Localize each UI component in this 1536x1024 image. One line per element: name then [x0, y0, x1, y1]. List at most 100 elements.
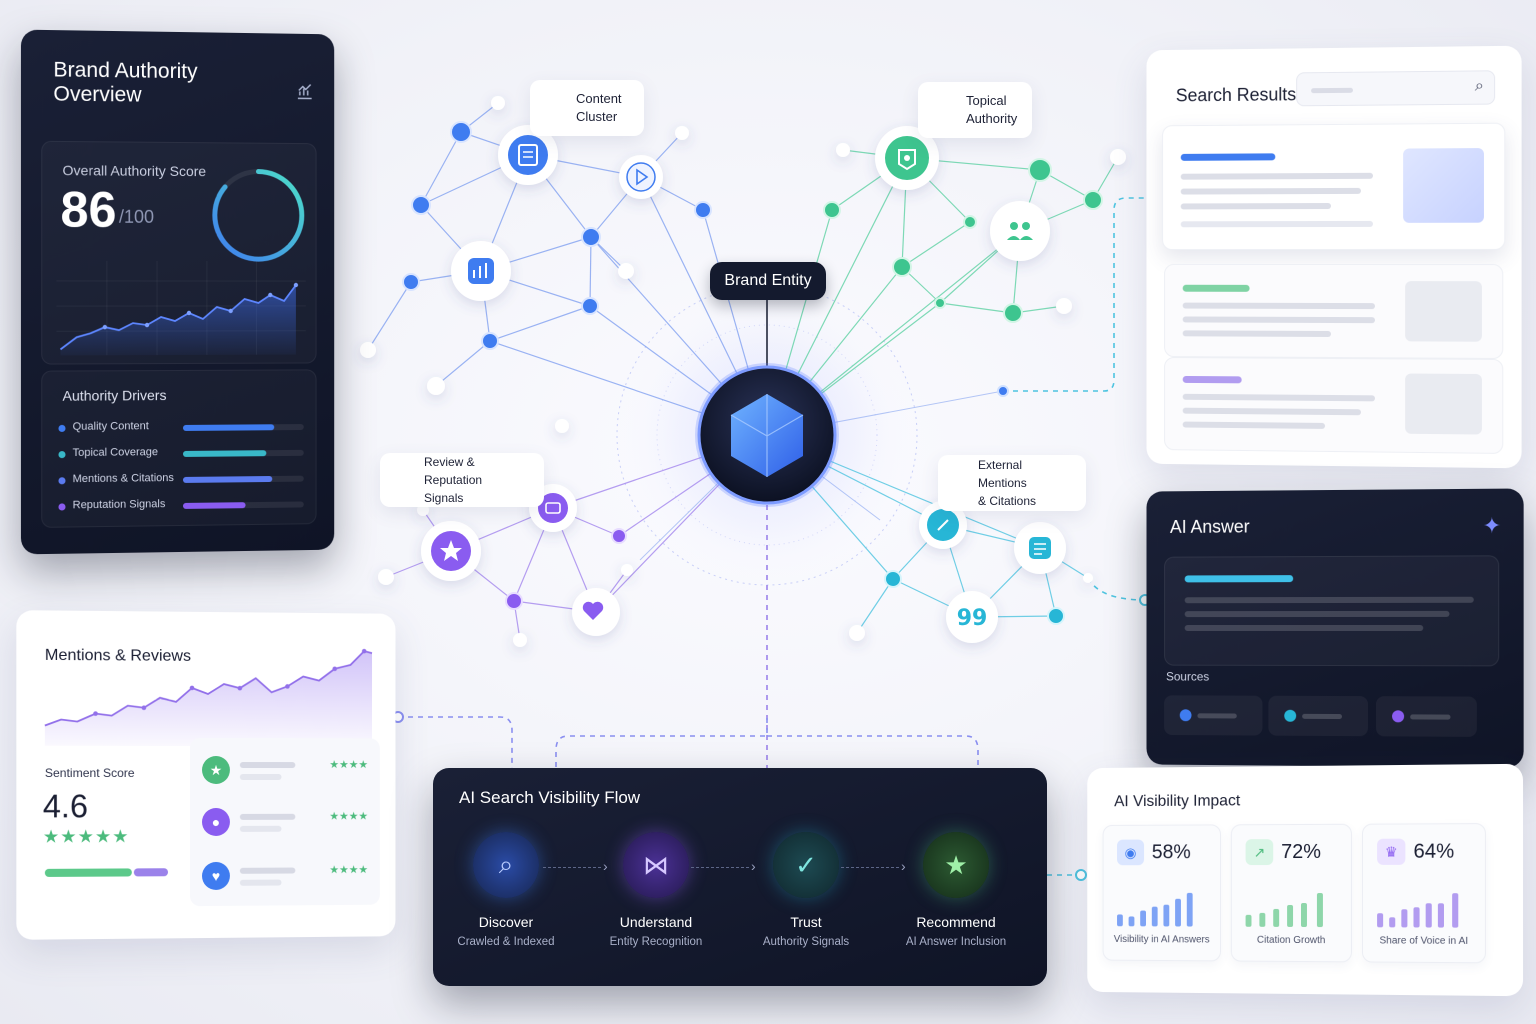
review-rating: ★★★★ [329, 864, 369, 877]
metric-visibility[interactable]: ◉ 58% Visibility in AI Answers [1102, 824, 1222, 962]
chart-icon[interactable] [295, 81, 315, 101]
list-item[interactable]: ♥ ★★★★ [202, 859, 372, 894]
result-line [1182, 302, 1376, 310]
driver-fill [182, 424, 274, 431]
search-results-title: Search Results [1175, 84, 1297, 106]
external-mentions-label: External Mentions & Citations [938, 455, 1086, 511]
review-rating: ★★★★ [329, 810, 369, 823]
search-result-top[interactable] [1162, 122, 1506, 251]
brand-entity-label: Brand Entity [710, 262, 826, 300]
metric-bars [1117, 887, 1206, 927]
flow-step-recommend[interactable]: ★ Recommend AI Answer Inclusion [891, 832, 1021, 962]
driver-track [182, 501, 304, 509]
answer-line [1184, 596, 1474, 604]
driver-reputation-signals: Reputation Signals [58, 495, 307, 514]
driver-label: Reputation Signals [72, 498, 166, 512]
source-chip[interactable] [1376, 696, 1477, 737]
sources-label: Sources [1166, 669, 1210, 684]
metric-label: Share of Voice in AI [1379, 935, 1469, 947]
flow-step-name: Recommend [916, 914, 996, 930]
source-line [1302, 713, 1342, 720]
answer-title-line [1184, 575, 1294, 583]
flow-step-subtitle: Authority Signals [762, 936, 850, 948]
authority-score-value: 86 [60, 181, 117, 238]
authority-score-label: Overall Authority Score [62, 162, 207, 180]
flow-step-subtitle: AI Answer Inclusion [905, 936, 1007, 948]
sentiment-score-value: 4.6 [42, 788, 88, 825]
search-input[interactable]: ⌕ [1296, 70, 1496, 107]
search-result[interactable] [1164, 357, 1504, 454]
result-line [1180, 172, 1373, 180]
ai-answer-title: AI Answer [1169, 516, 1250, 537]
trophy-icon: ♛ [1377, 838, 1406, 865]
metric-citation-growth[interactable]: ↗ 72% Citation Growth [1230, 823, 1352, 963]
metric-value: 58% [1151, 841, 1191, 864]
driver-label: Quality Content [72, 420, 149, 433]
driver-dot [58, 503, 66, 511]
image-thumbnail-icon [1405, 281, 1482, 342]
sentiment-positive-bar [44, 868, 132, 877]
review-line [239, 867, 296, 874]
network-nodes-icon: ⋈ [623, 832, 689, 898]
driver-track [182, 424, 304, 431]
sentiment-stars: ★★★★★ [42, 826, 130, 847]
flow-title: AI Search Visibility Flow [459, 788, 641, 807]
flow-step-subtitle: Crawled & Indexed [457, 936, 555, 948]
review-line [239, 774, 282, 780]
driver-label: Mentions & Citations [72, 472, 174, 486]
metric-bars [1245, 887, 1337, 928]
source-line [1197, 713, 1237, 719]
svg-text:99: 99 [957, 606, 988, 631]
list-item[interactable]: ★ ★★★★ [202, 754, 372, 788]
flow-step-understand[interactable]: ⋈ Understand Entity Recognition [591, 832, 721, 962]
ai-visibility-flow-panel: AI Search Visibility Flow ⌕ Discover Cra… [433, 768, 1047, 986]
driver-track [182, 449, 304, 457]
result-title-line [1182, 375, 1242, 384]
result-line [1182, 316, 1376, 324]
mentions-reviews-panel: Mentions & Reviews Sentiment Score 4.6 ★… [16, 610, 396, 940]
list-item[interactable]: ● ★★★★ [202, 806, 372, 840]
driver-label: Topical Coverage [72, 446, 159, 460]
result-line [1180, 187, 1361, 195]
driver-track [182, 475, 304, 483]
ai-answer-panel: AI Answer ✦ Sources [1146, 488, 1524, 768]
flow-step-name: Understand [619, 914, 693, 930]
source-chip[interactable] [1268, 695, 1368, 737]
driver-mentions-citations: Mentions & Citations [58, 470, 307, 489]
authority-drivers-card: Authority Drivers Quality Content Topica… [41, 369, 317, 528]
ai-answer-text-card [1164, 555, 1500, 667]
search-placeholder [1311, 87, 1353, 94]
search-icon[interactable]: ⌕ [1474, 77, 1484, 95]
source-line [1410, 714, 1451, 720]
search-result[interactable] [1164, 263, 1504, 360]
result-line [1180, 220, 1373, 228]
star-badge-icon: ★ [923, 832, 989, 898]
driver-dot [58, 477, 66, 485]
impact-title: AI Visibility Impact [1114, 792, 1241, 811]
flow-step-subtitle: Entity Recognition [609, 936, 703, 948]
brand-authority-panel: Brand Authority Overview Overall Authori… [20, 29, 335, 555]
metric-share-of-voice[interactable]: ♛ 64% Share of Voice in AI [1361, 823, 1486, 964]
driver-dot [58, 451, 66, 459]
user-icon: ● [202, 807, 230, 837]
shield-check-icon: ✓ [773, 832, 839, 898]
result-line [1182, 330, 1332, 337]
review-reputation-label: Review & Reputation Signals [380, 453, 544, 507]
image-thumbnail-icon [1403, 148, 1484, 223]
source-chip[interactable] [1164, 695, 1263, 736]
review-rating: ★★★★ [329, 759, 369, 772]
flow-step-trust[interactable]: ✓ Trust Authority Signals [741, 832, 871, 962]
answer-line [1184, 624, 1424, 632]
authority-score-ring [209, 165, 308, 265]
metric-label: Citation Growth [1256, 934, 1326, 947]
flow-step-discover[interactable]: ⌕ Discover Crawled & Indexed [441, 832, 571, 962]
flow-step-name: Trust [790, 914, 822, 930]
source-dot [1392, 710, 1405, 723]
eye-icon: ◉ [1117, 839, 1145, 866]
authority-score-max: /100 [118, 206, 155, 227]
driver-fill [182, 475, 273, 483]
content-cluster-label: Content Cluster [530, 80, 644, 136]
sentiment-score-label: Sentiment Score [44, 765, 135, 781]
sentiment-neutral-bar [133, 868, 169, 877]
result-line [1180, 203, 1332, 210]
